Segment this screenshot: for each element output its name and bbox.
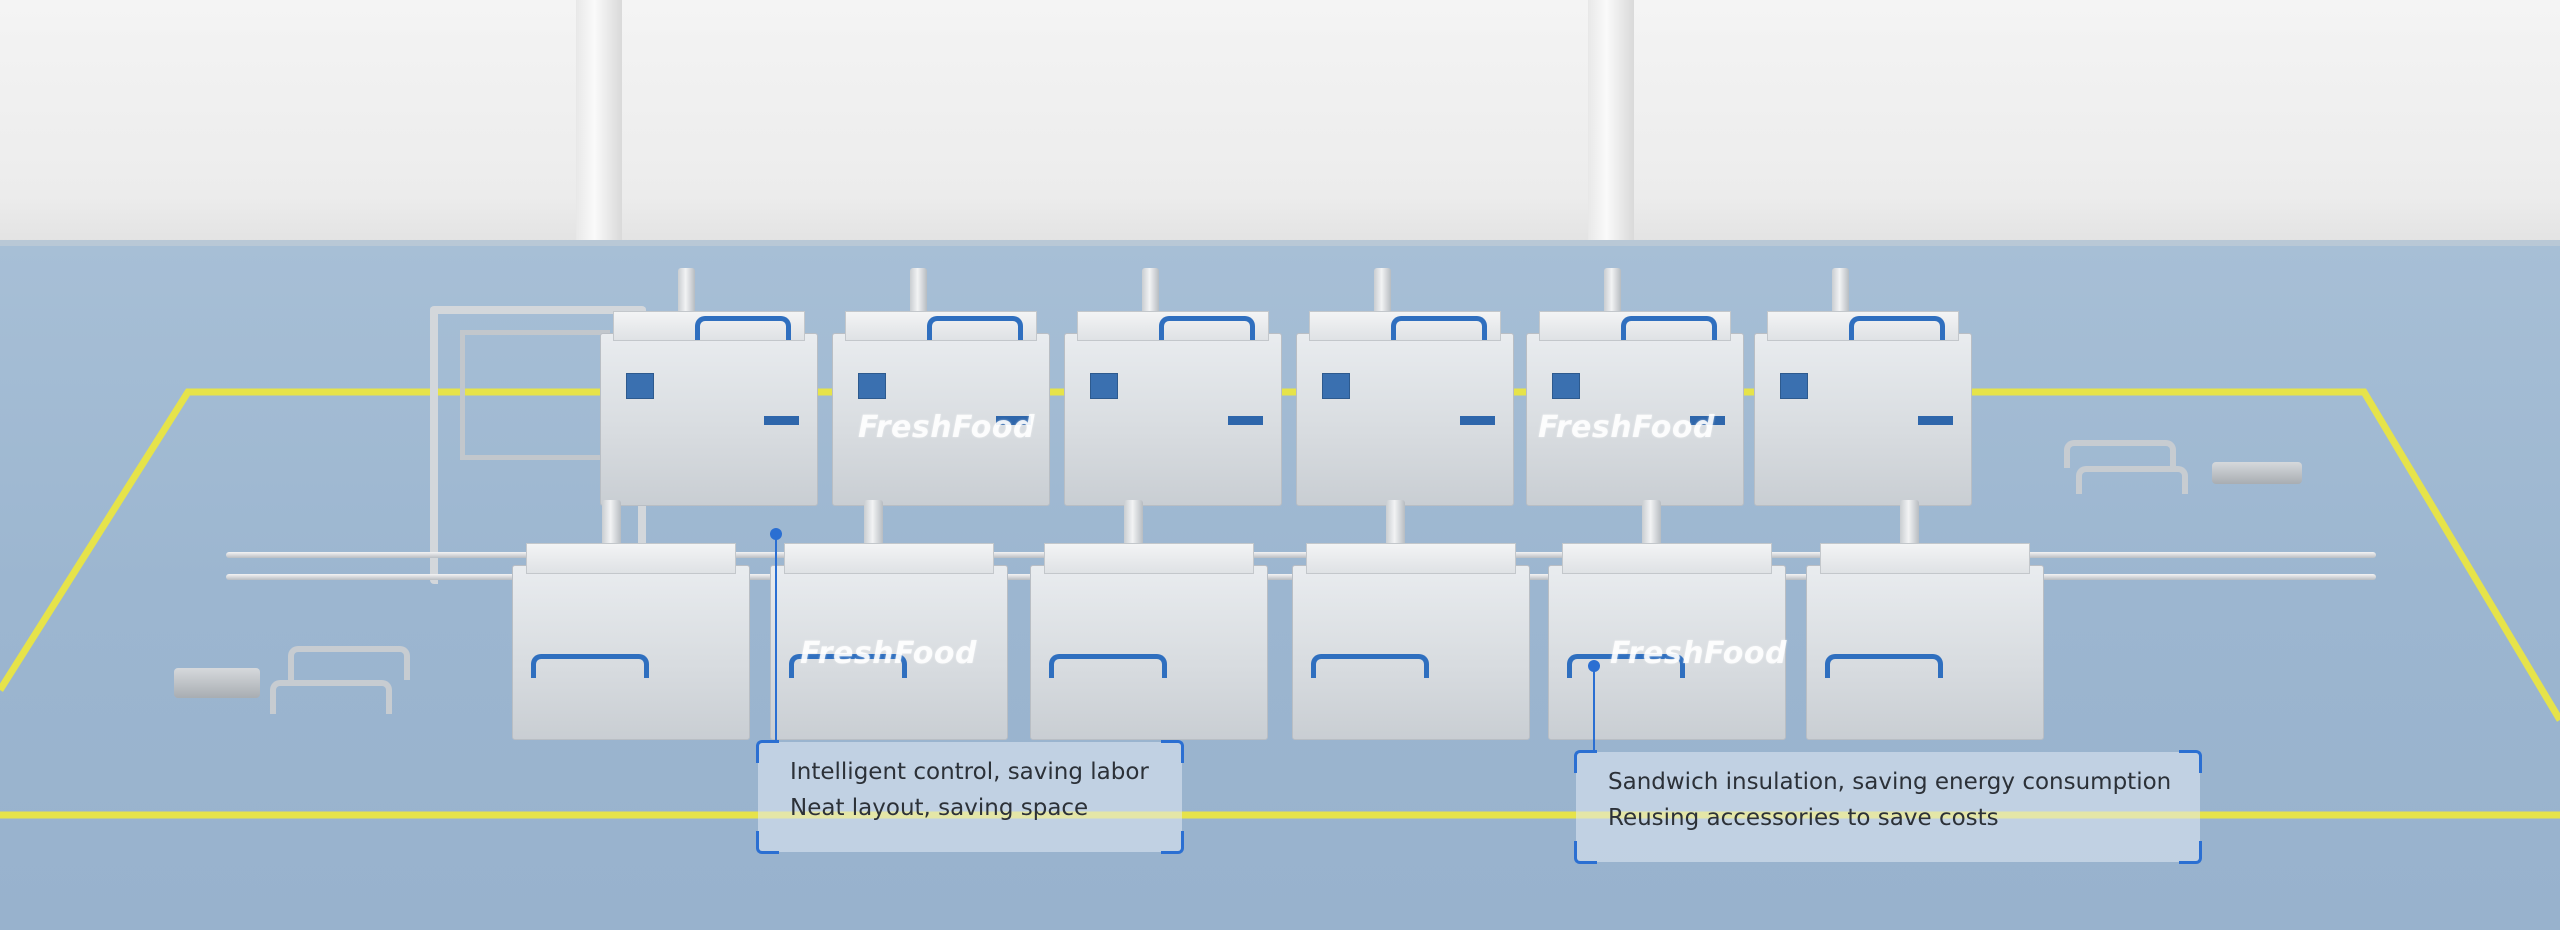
- machine-front-4: [1292, 500, 1530, 740]
- callout-text: Intelligent control, saving labor: [790, 759, 1149, 785]
- callout-corner: [756, 740, 779, 763]
- callout-corner: [1574, 750, 1597, 773]
- callout-corner: [2179, 841, 2202, 864]
- brand-watermark: FreshFood: [1610, 636, 1787, 671]
- hose-bracket: [270, 680, 392, 714]
- brand-watermark: FreshFood: [1538, 410, 1715, 445]
- machine-front-1: [512, 500, 750, 740]
- machine-back-6: [1754, 268, 1972, 506]
- brand-watermark: FreshFood: [858, 410, 1035, 445]
- callout-pointer-line: [775, 536, 777, 742]
- callout-pointer-line: [1593, 668, 1595, 750]
- brand-watermark: FreshFood: [800, 636, 977, 671]
- feature-callout-left: Intelligent control, saving labor Neat l…: [756, 740, 1184, 854]
- callout-pointer-dot: [1588, 660, 1600, 672]
- machine-back-4: [1296, 268, 1514, 506]
- lift-frame-inner: [460, 330, 610, 460]
- machine-back-2: [832, 268, 1050, 506]
- callout-text: Reusing accessories to save costs: [1608, 805, 1999, 831]
- wall-pillar: [576, 0, 622, 252]
- machine-front-3: [1030, 500, 1268, 740]
- machine-front-6: [1806, 500, 2044, 740]
- callout-corner: [1574, 841, 1597, 864]
- machine-back-5: [1526, 268, 1744, 506]
- callout-text: Neat layout, saving space: [790, 795, 1089, 821]
- feature-callout-right: Sandwich insulation, saving energy consu…: [1574, 750, 2202, 864]
- machine-back-3: [1064, 268, 1282, 506]
- wall-skirting: [0, 240, 2560, 250]
- rail-track: [226, 552, 2376, 558]
- machine-front-2: [770, 500, 1008, 740]
- callout-corner: [2179, 750, 2202, 773]
- hose-bracket: [288, 646, 410, 680]
- callout-pointer-dot: [770, 528, 782, 540]
- factory-wall: [0, 0, 2560, 246]
- hose-bracket: [2064, 440, 2176, 468]
- agv-cart: [2212, 462, 2302, 484]
- wall-pillar: [1588, 0, 1634, 252]
- callout-corner: [1161, 740, 1184, 763]
- callout-corner: [1161, 831, 1184, 854]
- callout-corner: [756, 831, 779, 854]
- callout-text: Sandwich insulation, saving energy consu…: [1608, 769, 2172, 795]
- hose-bracket: [2076, 466, 2188, 494]
- machine-front-5: [1548, 500, 1786, 740]
- agv-cart: [174, 668, 260, 698]
- machine-back-1: [600, 268, 818, 506]
